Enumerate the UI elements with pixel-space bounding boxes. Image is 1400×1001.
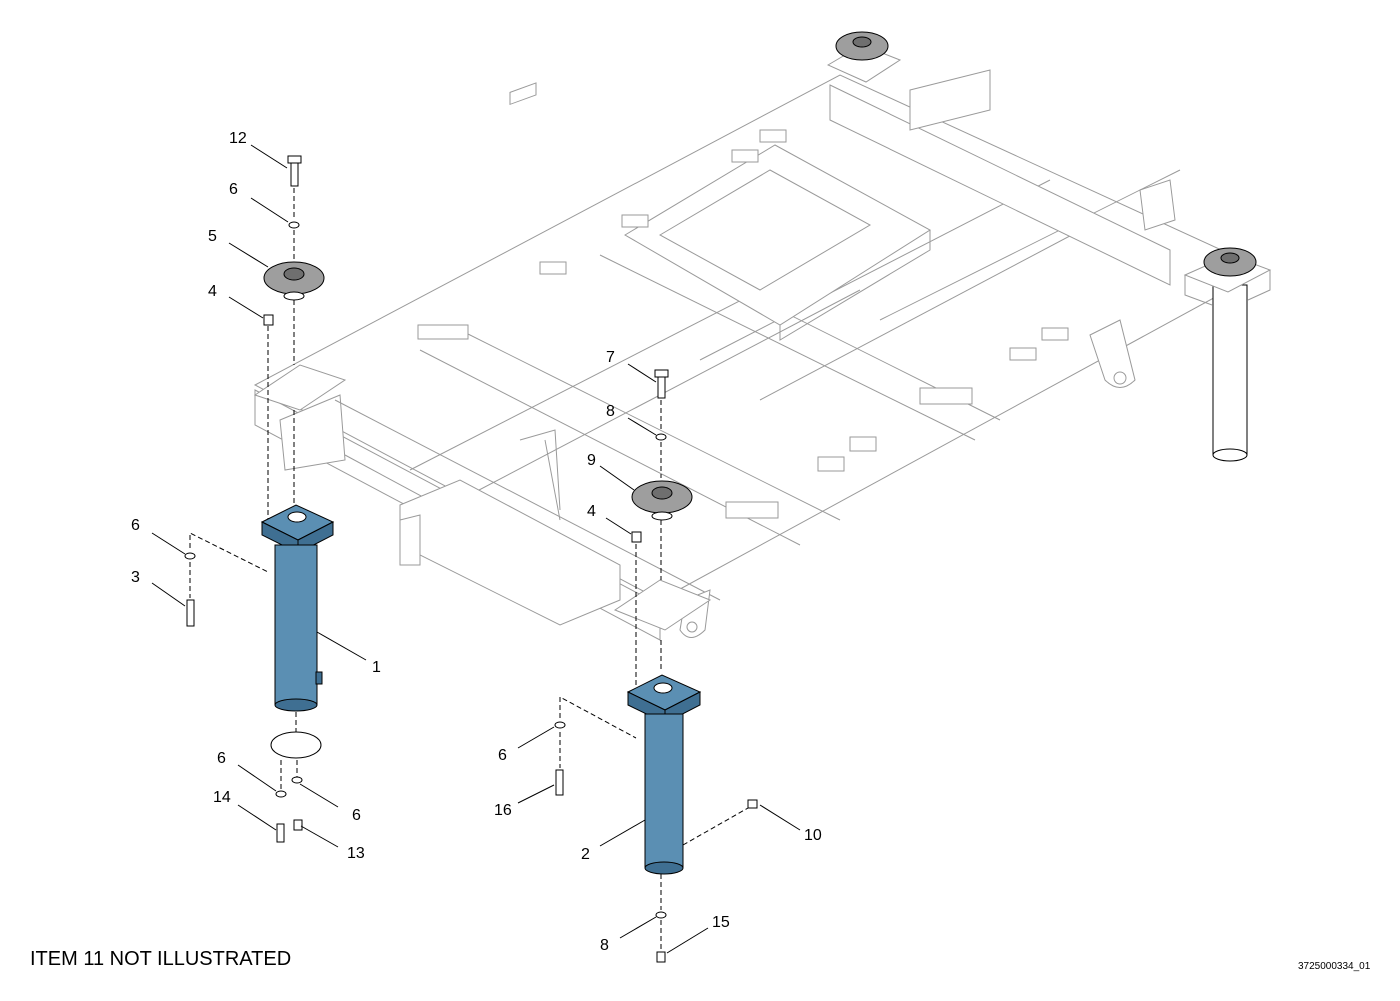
callout-6-lower-left: 6 [217, 750, 226, 767]
callout-6-center: 6 [498, 747, 507, 764]
left-mount-hardware [263, 155, 325, 520]
callout-4-center: 4 [587, 503, 596, 520]
callout-13: 13 [347, 845, 365, 862]
callout-8-lower: 8 [600, 937, 609, 954]
center-mount-hardware [631, 369, 693, 690]
callout-10: 10 [804, 827, 822, 844]
main-frame [253, 31, 1272, 641]
callout-16: 16 [494, 802, 512, 819]
callout-5: 5 [208, 228, 217, 245]
center-leg-assembly [554, 674, 758, 963]
callout-15: 15 [712, 914, 730, 931]
callout-6-upper-left: 6 [229, 181, 238, 198]
callout-6-side-left: 6 [131, 517, 140, 534]
callout-2: 2 [581, 846, 590, 863]
leader-lines [151, 144, 801, 954]
callout-labels: 12 6 5 4 7 8 9 4 6 3 1 6 14 6 13 6 16 2 … [131, 130, 822, 954]
callout-12: 12 [229, 130, 247, 147]
callout-8-upper: 8 [606, 403, 615, 420]
callout-14: 14 [213, 789, 231, 806]
drawing-number: 3725000334_01 [1298, 961, 1371, 972]
callout-9: 9 [587, 452, 596, 469]
left-leg-assembly [184, 504, 335, 843]
callout-6-lower-right: 6 [352, 807, 361, 824]
callout-4-left: 4 [208, 283, 217, 300]
callout-1: 1 [372, 659, 381, 676]
callout-7: 7 [606, 349, 615, 366]
callout-3: 3 [131, 569, 140, 586]
illustration-note: ITEM 11 NOT ILLUSTRATED [30, 948, 292, 970]
